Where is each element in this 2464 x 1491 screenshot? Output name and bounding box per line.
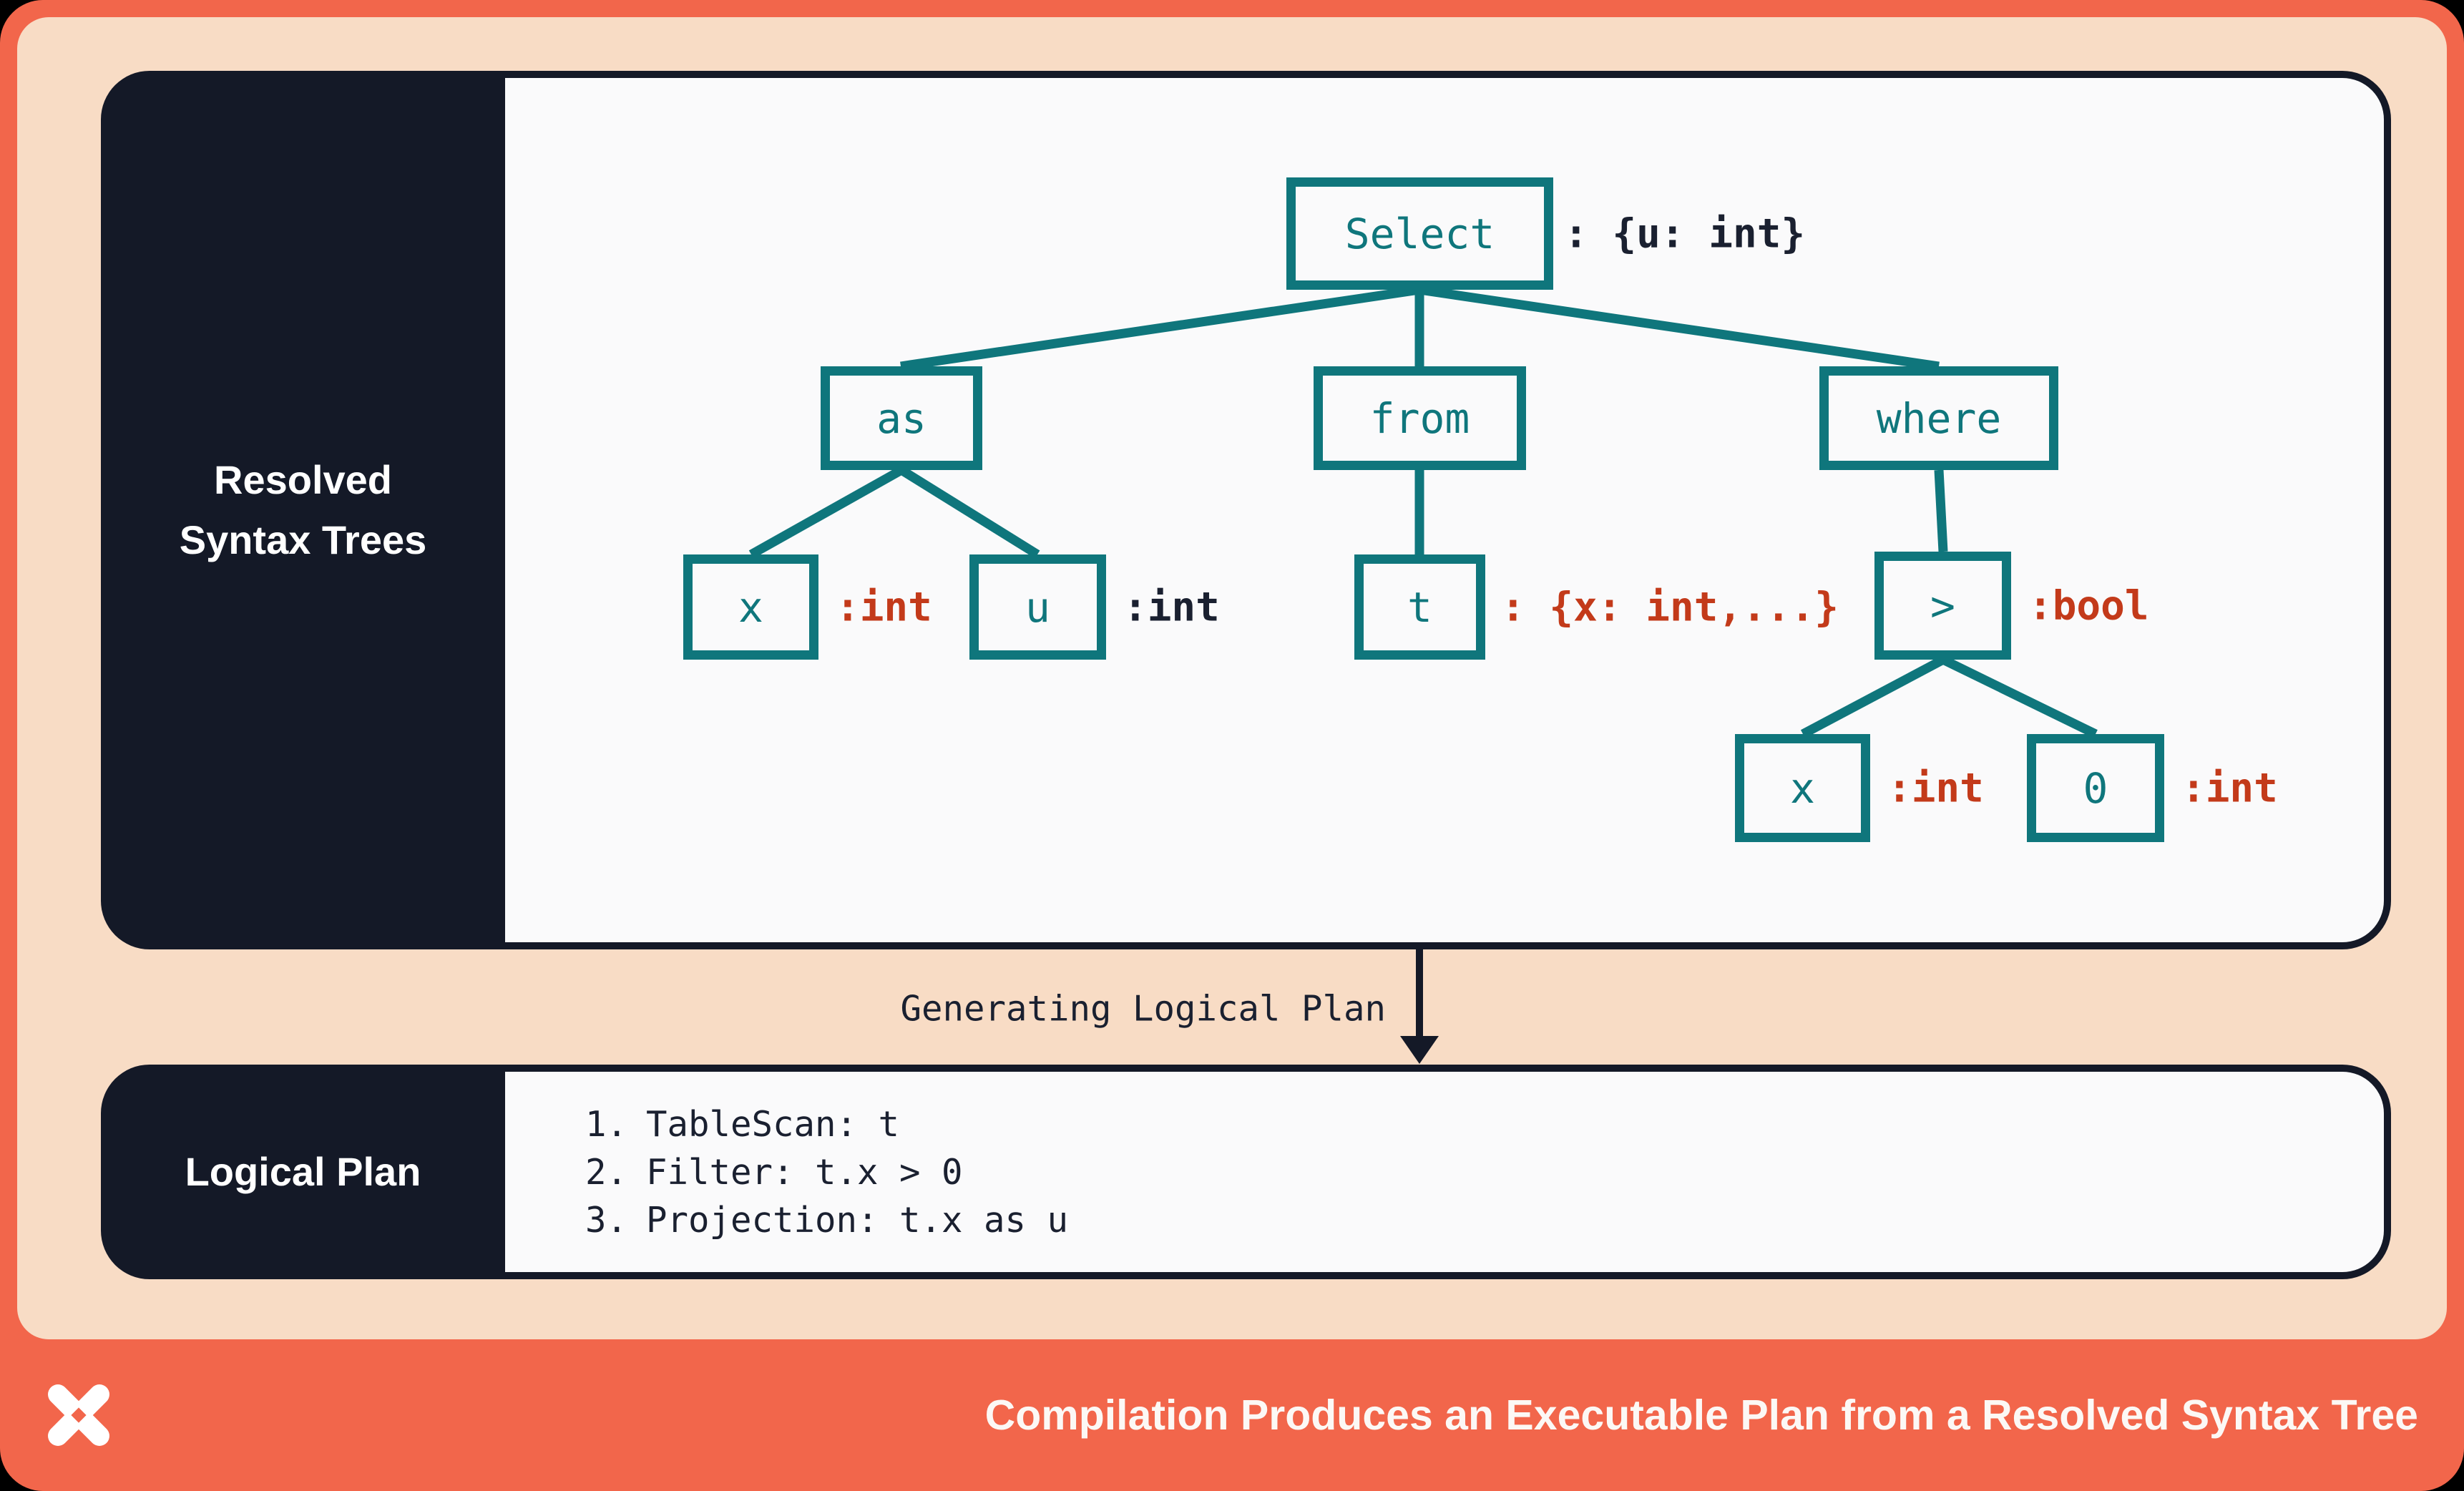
tree-node-as: as <box>821 366 982 470</box>
company-logo-icon <box>48 1384 109 1446</box>
logical-plan-panel: 1. TableScan: t 2. Filter: t.x > 0 3. Pr… <box>101 1065 2391 1279</box>
type-annotation-x-gt: :int <box>1887 765 1984 812</box>
title-line-2: Syntax Trees <box>179 517 427 562</box>
type-annotation-x-as: :int <box>836 584 932 631</box>
type-annotation-zero-gt: :int <box>2181 765 2278 812</box>
footer-caption: Compilation Produces an Executable Plan … <box>984 1392 2418 1439</box>
resolved-syntax-trees-title: Resolved Syntax Trees <box>101 71 505 949</box>
type-annotation-gt-where: :bool <box>2028 582 2149 630</box>
plan-step-number: 3. <box>585 1199 628 1241</box>
logical-plan-title: Logical Plan <box>185 1149 421 1194</box>
type-annotation-u-as: :int <box>1123 584 1220 631</box>
tree-node-gt-where: > <box>1874 552 2011 660</box>
tree-node-select: Select <box>1286 177 1553 290</box>
plan-step: 1. TableScan: t <box>585 1100 2384 1148</box>
footer-bar: Compilation Produces an Executable Plan … <box>0 1339 2464 1491</box>
plan-step-number: 1. <box>585 1103 628 1145</box>
tree-node-x-as: x <box>683 554 818 660</box>
logical-plan-steps: 1. TableScan: t 2. Filter: t.x > 0 3. Pr… <box>505 1072 2384 1272</box>
tree-node-t-from: t <box>1354 554 1485 660</box>
tree-node-x-gt: x <box>1735 734 1870 842</box>
plan-step: 3. Projection: t.x as u <box>585 1196 2384 1244</box>
tree-node-u-as: u <box>969 554 1106 660</box>
plan-step-text: TableScan: t <box>646 1103 900 1145</box>
type-annotation-t-from: : {x: int,...} <box>1501 584 1839 631</box>
title-line-1: Resolved <box>214 457 392 502</box>
plan-step-number: 2. <box>585 1151 628 1193</box>
plan-step-text: Projection: t.x as u <box>646 1199 1069 1241</box>
type-annotation-select: : {u: int} <box>1564 210 1806 258</box>
tree-node-zero-gt: 0 <box>2027 734 2164 842</box>
plan-step: 2. Filter: t.x > 0 <box>585 1148 2384 1196</box>
tree-node-from: from <box>1314 366 1526 470</box>
logical-plan-body: 1. TableScan: t 2. Filter: t.x > 0 3. Pr… <box>505 1072 2384 1272</box>
transition-label: Generating Logical Plan <box>900 988 1386 1030</box>
plan-step-text: Filter: t.x > 0 <box>646 1151 963 1193</box>
tree-node-where: where <box>1819 366 2058 470</box>
